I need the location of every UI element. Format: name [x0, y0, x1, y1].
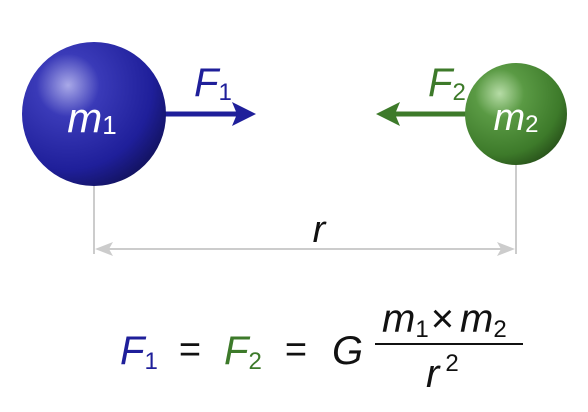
denominator-exponent: 2 [445, 350, 458, 377]
mass-1-symbol: m [67, 94, 102, 141]
formula-lhs-subscript: 1 [144, 348, 157, 375]
distance-label: r [313, 209, 327, 251]
force-2-symbol: F [428, 61, 455, 105]
distance-arrow-left [95, 242, 113, 256]
force-1-label: F1 [194, 61, 232, 106]
mass-2-symbol: m [493, 97, 525, 139]
force-1-symbol: F [194, 61, 221, 105]
mass-2-label: m2 [493, 97, 538, 139]
distance-measure: r [93, 165, 517, 256]
distance-arrow-right [497, 242, 515, 256]
denominator-symbol: r [426, 352, 441, 396]
numerator-subscript-2: 2 [493, 316, 506, 343]
formula-equals-2: = [285, 329, 307, 371]
mass-2: m2 [465, 63, 567, 165]
force-2-label: F2 [428, 61, 466, 106]
mass-2-sphere [465, 63, 567, 165]
mass-1-sphere [22, 42, 166, 186]
force-arrow-2 [376, 102, 470, 126]
formula-mid-subscript: 2 [248, 348, 261, 375]
formula-mid: F2 [224, 329, 262, 375]
mass-1: m1 [22, 42, 166, 186]
force-arrow-1 [162, 102, 256, 126]
numerator-symbol-1: m [382, 297, 415, 341]
mass-1-label: m1 [67, 94, 116, 141]
force-arrow-2-head [376, 102, 400, 126]
numerator-symbol-2: m [460, 297, 493, 341]
mass-1-subscript: 1 [102, 110, 116, 140]
formula-equals-1: = [179, 329, 201, 371]
force-arrow-1-head [232, 102, 256, 126]
mass-2-subscript: 2 [525, 111, 538, 138]
formula-constant: G [332, 329, 363, 373]
numerator-times: × [431, 297, 454, 341]
formula-lhs-symbol: F [120, 329, 147, 373]
formula-lhs: F1 [120, 329, 158, 375]
force-2-subscript: 2 [452, 79, 465, 106]
numerator-subscript-1: 1 [415, 316, 428, 343]
formula-numerator: m1×m2 [382, 297, 507, 343]
formula-mid-symbol: F [224, 329, 251, 373]
force-1-subscript: 1 [218, 79, 231, 106]
